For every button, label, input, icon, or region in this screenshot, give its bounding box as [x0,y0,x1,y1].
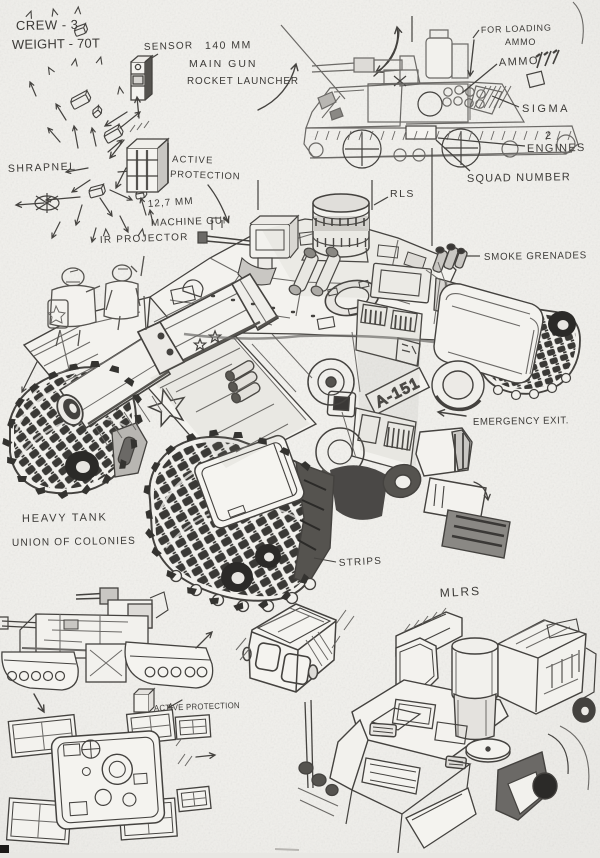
svg-text:FOR LOADING: FOR LOADING [481,23,552,35]
svg-text:SIGMA: SIGMA [522,103,570,115]
svg-text:SMOKE GRENADES: SMOKE GRENADES [484,250,587,263]
svg-text:AMMO: AMMO [499,55,540,69]
svg-text:MLRS: MLRS [439,584,481,600]
svg-text:SQUAD NUMBER: SQUAD NUMBER [467,171,571,185]
svg-text:CREW - 3: CREW - 3 [16,17,79,33]
svg-text:ENGINES: ENGINES [527,142,586,155]
svg-text:WEIGHT - 70T: WEIGHT - 70T [12,35,100,52]
svg-text:STRIPS: STRIPS [339,556,383,569]
svg-text:IR PROJECTOR: IR PROJECTOR [100,232,189,246]
svg-text:HEAVY TANK: HEAVY TANK [22,512,108,525]
svg-text:UNION OF COLONIES: UNION OF COLONIES [12,535,136,549]
svg-text:12,7 MM: 12,7 MM [147,196,194,210]
svg-text:PROTECTION: PROTECTION [170,169,241,182]
svg-text:ACTIVE: ACTIVE [172,154,214,166]
svg-text:EMERGENCY EXIT.: EMERGENCY EXIT. [473,415,569,428]
svg-text:MAIN GUN: MAIN GUN [189,58,258,70]
svg-text:2: 2 [545,130,551,142]
svg-text:AMMO: AMMO [505,37,536,47]
svg-text:ROCKET LAUNCHER: ROCKET LAUNCHER [187,75,299,87]
svg-text:RLS: RLS [390,188,415,200]
svg-text:MACHINE GUN: MACHINE GUN [151,215,231,229]
svg-text:SHRAPNEL: SHRAPNEL [8,161,77,175]
svg-text:SENSOR: SENSOR [144,40,194,53]
svg-text:140 MM: 140 MM [205,39,252,52]
